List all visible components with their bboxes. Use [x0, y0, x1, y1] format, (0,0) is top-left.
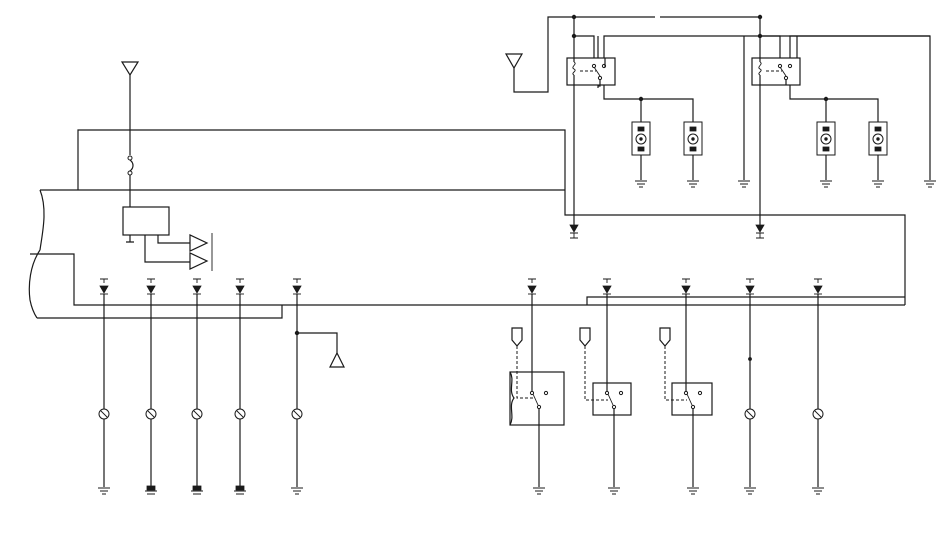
column-r2 [579, 278, 632, 495]
left-columns [98, 278, 345, 495]
harness-outline [28, 129, 906, 319]
column-r1 [509, 278, 565, 495]
column-2 [145, 278, 157, 495]
diode-icon [569, 180, 579, 239]
diode-icon [755, 224, 765, 239]
column-5 [291, 278, 345, 495]
amplifier-icon [189, 233, 213, 271]
right-columns [509, 278, 824, 495]
column-4 [234, 278, 246, 495]
antenna-right [504, 14, 763, 93]
column-r3 [659, 278, 713, 495]
fuse-left [127, 155, 134, 207]
motor-icon [868, 121, 888, 188]
relay-icon [751, 17, 930, 225]
control-module [122, 206, 190, 263]
column-r4 [744, 278, 756, 495]
switch-icon [511, 327, 523, 347]
motor-icon [816, 121, 836, 188]
switch-icon [579, 327, 591, 347]
antenna-left [120, 61, 140, 155]
antenna-icon [329, 351, 345, 368]
ground-icon [738, 180, 936, 188]
column-3 [191, 278, 203, 495]
motor-icon [631, 121, 651, 188]
switch-icon [659, 327, 671, 347]
column-r5 [812, 278, 824, 495]
column-1 [98, 278, 110, 495]
motor-icon [683, 121, 703, 188]
